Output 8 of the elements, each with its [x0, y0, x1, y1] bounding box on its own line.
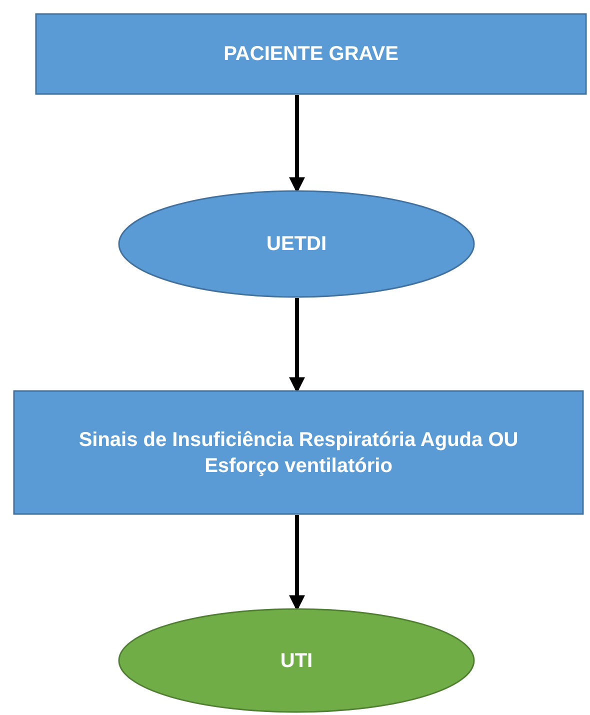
- node-label: PACIENTE GRAVE: [222, 42, 400, 67]
- node-label: UETDI: [266, 232, 328, 257]
- process-box: [35, 13, 587, 95]
- ellipse-node: [118, 190, 475, 298]
- process-box: [13, 390, 584, 515]
- node-label: UTI: [279, 648, 314, 674]
- node-label: Sinais de Insuficiência Respiratória Aguda OU Esforço ventilatório: [78, 428, 520, 478]
- ellipse-node: [118, 608, 475, 713]
